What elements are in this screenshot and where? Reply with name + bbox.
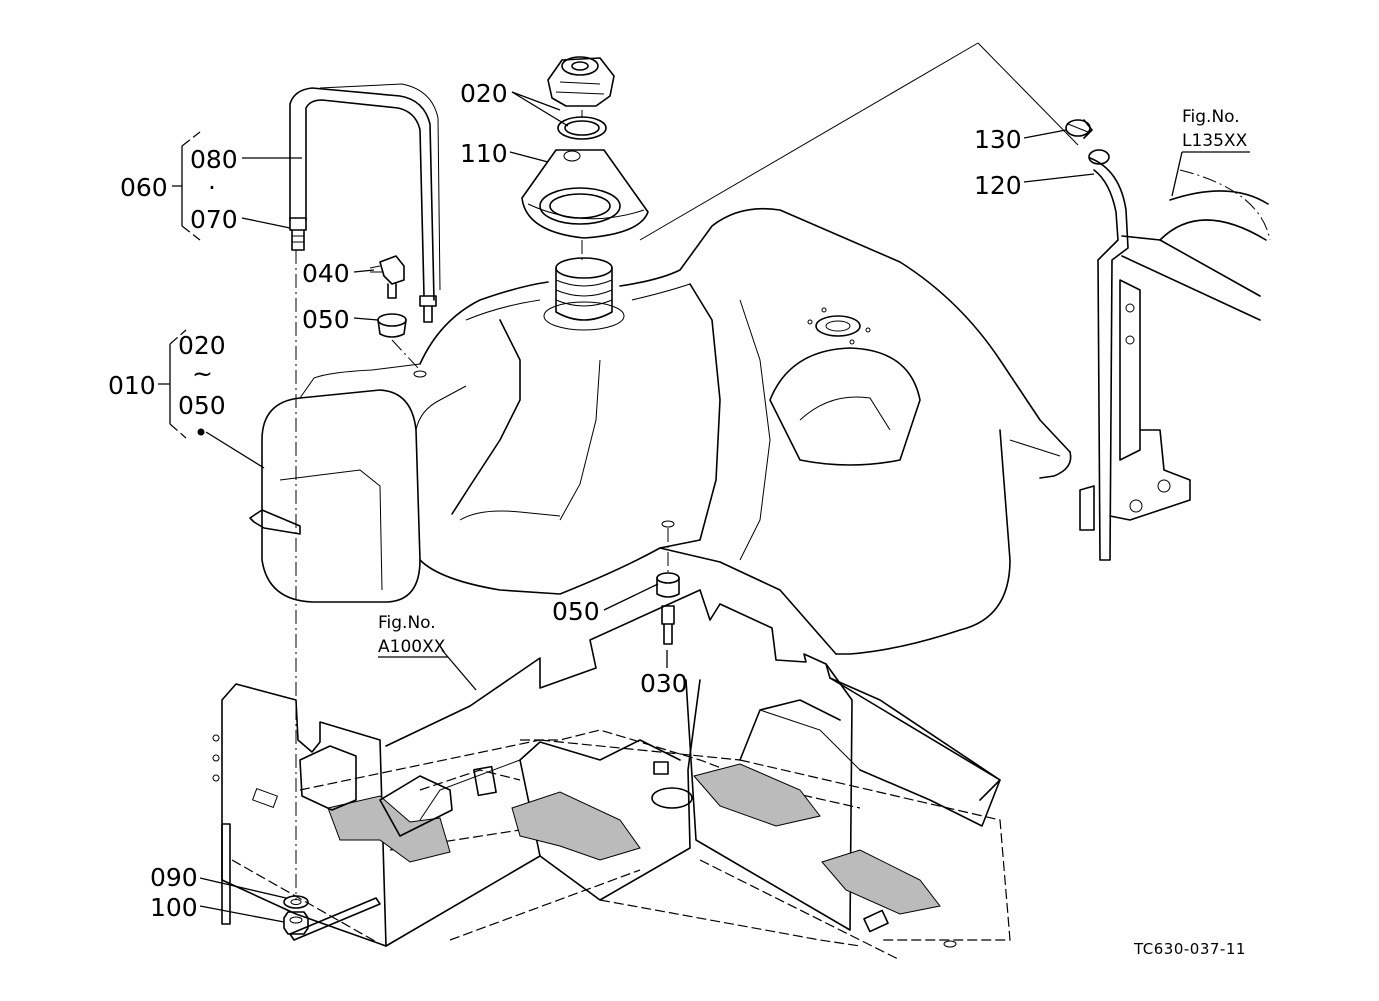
fuel-cap — [547, 56, 615, 107]
leader-lines — [199, 91, 1250, 923]
breather-hose — [1079, 149, 1269, 561]
callout-130: 130 — [974, 125, 1022, 154]
callout-090: 090 — [150, 863, 198, 892]
fig-ref-bottom-number: A100XX — [378, 637, 446, 657]
hose-clamp — [1065, 119, 1093, 139]
fender-right — [1179, 169, 1271, 241]
callout-030: 030 — [640, 669, 688, 698]
washer — [283, 895, 309, 909]
tank-strap — [289, 83, 441, 301]
center-lines — [295, 110, 669, 900]
reference-line — [639, 42, 1079, 241]
fuel-elbow-fitting — [369, 255, 405, 299]
group-brackets — [158, 131, 201, 439]
filler-funnel — [521, 149, 649, 239]
callout-dot: · — [208, 173, 216, 202]
fig-ref-right-number: L135XX — [1182, 131, 1248, 151]
fig-ref-right-prefix: Fig.No. — [1182, 107, 1240, 127]
drawing-code: TC630-037-11 — [1133, 940, 1246, 958]
callout-080: 080 — [190, 145, 238, 174]
grommet-top — [377, 313, 407, 338]
callout-120: 120 — [974, 171, 1022, 200]
callout-100: 100 — [150, 893, 198, 922]
callout-020-cap: 020 — [460, 79, 508, 108]
floor-frame — [212, 589, 1011, 961]
callout-tilde: ~ — [192, 359, 213, 388]
callout-050-drain: 050 — [552, 597, 600, 626]
callout-050-top: 050 — [302, 305, 350, 334]
drain-plug — [661, 605, 675, 645]
callout-040: 040 — [302, 259, 350, 288]
set-bullet — [197, 428, 205, 436]
callout-060: 060 — [120, 173, 168, 202]
callout-010: 010 — [108, 371, 156, 400]
nut — [283, 911, 309, 935]
strap-bolt — [289, 217, 437, 323]
callout-070: 070 — [190, 205, 238, 234]
filler-neck — [543, 257, 625, 331]
callout-110: 110 — [460, 139, 508, 168]
drain-grommet — [656, 572, 680, 598]
fig-ref-bottom-prefix: Fig.No. — [378, 613, 436, 633]
callout-050-set: 050 — [178, 391, 226, 420]
callout-020-set: 020 — [178, 331, 226, 360]
cap-gasket — [557, 116, 607, 140]
fuel-tank — [249, 207, 1072, 655]
